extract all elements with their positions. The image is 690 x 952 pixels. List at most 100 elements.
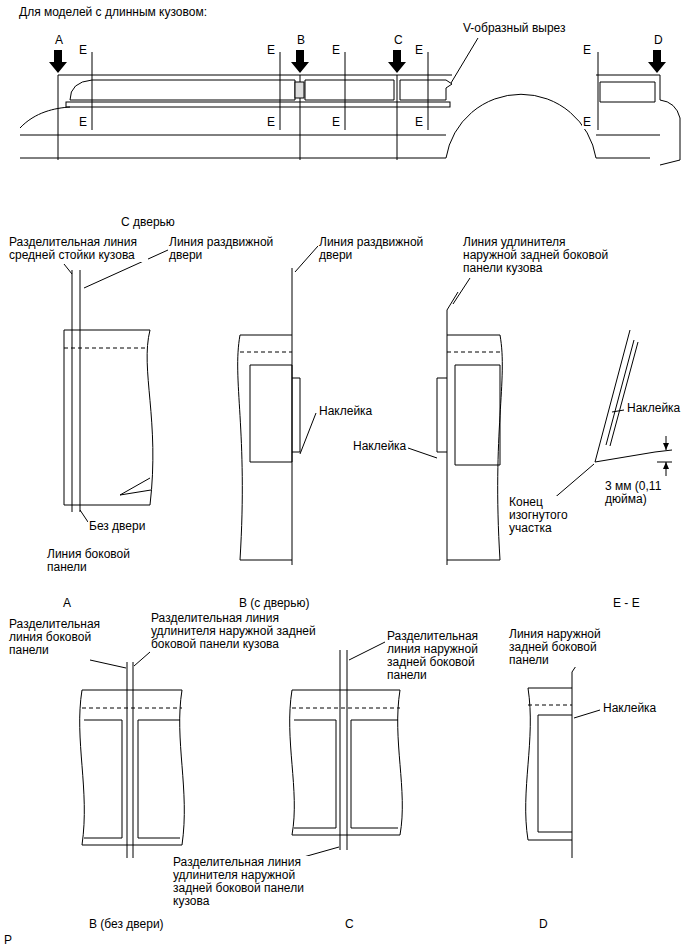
detail-b-nodoor bbox=[80, 652, 185, 858]
bumper bbox=[660, 75, 680, 165]
sticker bbox=[294, 720, 336, 828]
leader-line bbox=[552, 464, 594, 500]
notch bbox=[120, 478, 151, 495]
panel-profile bbox=[595, 330, 655, 462]
body-line bbox=[58, 75, 452, 76]
part-label: Линия боковой панели bbox=[46, 548, 146, 574]
leader-line bbox=[300, 413, 316, 454]
view-letter: B bbox=[296, 34, 306, 47]
sticker bbox=[84, 720, 122, 838]
section-letter: E bbox=[266, 116, 276, 129]
panel-line bbox=[572, 660, 580, 858]
leader-line bbox=[612, 410, 624, 412]
view-caption: C bbox=[344, 918, 355, 931]
sticker-profile bbox=[606, 340, 638, 446]
molding bbox=[66, 102, 450, 107]
part-label: Линия раздвижной двери bbox=[168, 236, 293, 262]
wheel-arch bbox=[446, 94, 596, 158]
dashed-line bbox=[64, 348, 148, 349]
detail-extension bbox=[408, 278, 502, 565]
panel bbox=[526, 688, 572, 840]
panel bbox=[290, 690, 403, 835]
sticker bbox=[600, 82, 655, 102]
leader-line bbox=[80, 510, 88, 522]
sticker bbox=[250, 365, 292, 462]
dashed-line bbox=[447, 352, 500, 353]
leader-line bbox=[134, 652, 150, 666]
sticker bbox=[70, 80, 295, 100]
section-letter: E bbox=[414, 44, 424, 57]
sticker-tab bbox=[295, 82, 304, 98]
view-letter: A bbox=[54, 34, 64, 47]
view-caption: B (без двери) bbox=[88, 918, 165, 931]
division-line bbox=[72, 270, 80, 512]
part-label: Наклейка bbox=[318, 405, 373, 418]
sticker bbox=[455, 365, 500, 465]
panel bbox=[447, 335, 502, 560]
body-line bbox=[20, 107, 70, 128]
section-line bbox=[92, 52, 598, 130]
part-label: Разделительная линия наружной задней бок… bbox=[386, 630, 504, 682]
section-e-e bbox=[552, 330, 672, 500]
view-letter: D bbox=[653, 34, 664, 47]
view-arrow bbox=[388, 50, 406, 73]
part-label: V-образный вырез bbox=[462, 22, 566, 35]
leader-line bbox=[64, 264, 72, 274]
body-line bbox=[20, 158, 446, 159]
sticker bbox=[305, 80, 394, 100]
sticker bbox=[538, 715, 572, 832]
variant-label: С дверью bbox=[120, 216, 176, 229]
section-letter: E bbox=[78, 116, 88, 129]
dashed-line bbox=[240, 352, 292, 353]
part-label: Линия раздвижной двери bbox=[318, 236, 433, 262]
side-view bbox=[20, 38, 680, 165]
dashed-line bbox=[292, 708, 400, 709]
part-label: Конец изогнутого участка bbox=[508, 496, 598, 535]
sticker-bracket bbox=[292, 378, 300, 452]
dashed-line bbox=[528, 705, 572, 706]
division-line bbox=[127, 662, 133, 858]
panel bbox=[64, 330, 153, 505]
leader-line bbox=[408, 448, 437, 458]
diagram-title: Для моделей с длинным кузовом: bbox=[18, 6, 208, 19]
section-letter: E bbox=[331, 44, 341, 57]
detail-b-door bbox=[238, 246, 318, 565]
section-letter: E bbox=[414, 116, 424, 129]
leader-line bbox=[453, 278, 470, 304]
variant-label: Без двери bbox=[88, 520, 146, 533]
view-arrow bbox=[648, 50, 666, 73]
leader-line bbox=[295, 246, 318, 272]
body-line bbox=[596, 135, 660, 136]
part-label: Разделительная линия удлинителя наружной… bbox=[172, 856, 322, 908]
body-line bbox=[596, 158, 650, 159]
part-label: Линия удлинителя наружной задней боковой… bbox=[462, 236, 622, 275]
section-letter: E bbox=[78, 44, 88, 57]
leader-line bbox=[451, 38, 478, 83]
dimension-line bbox=[655, 436, 672, 476]
view-letter: C bbox=[393, 34, 404, 47]
view-arrow bbox=[291, 50, 309, 73]
panel bbox=[80, 690, 185, 845]
body-line bbox=[397, 75, 398, 160]
leader-line bbox=[90, 660, 126, 668]
panel bbox=[238, 335, 292, 560]
sticker bbox=[138, 720, 180, 838]
sticker bbox=[400, 80, 452, 100]
leader-line bbox=[349, 642, 385, 660]
body-line bbox=[58, 75, 59, 160]
view-caption: A bbox=[62, 597, 72, 610]
detail-d bbox=[526, 656, 600, 858]
section-letter: E bbox=[582, 44, 592, 57]
sticker-bracket bbox=[437, 378, 447, 452]
section-letter: E bbox=[266, 44, 276, 57]
part-label: Наклейка bbox=[352, 440, 407, 453]
body-line bbox=[20, 135, 446, 136]
section-letter: E bbox=[582, 116, 592, 129]
view-caption: E - E bbox=[612, 597, 641, 610]
dimension-label: 3 мм (0,11 дюйма) bbox=[604, 480, 676, 506]
leader-line bbox=[574, 710, 600, 718]
section-letter: E bbox=[331, 116, 341, 129]
sticker bbox=[351, 720, 398, 828]
extension-line bbox=[447, 292, 458, 565]
